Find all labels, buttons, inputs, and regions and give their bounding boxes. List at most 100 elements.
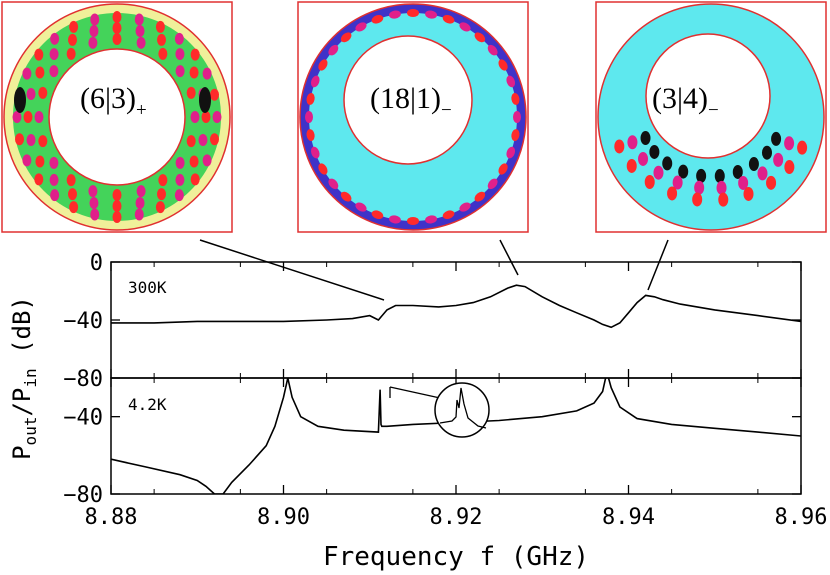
mode-lobe	[189, 66, 199, 79]
mode-lobe	[158, 47, 168, 60]
mode-lobe	[15, 133, 25, 146]
mode-lobe	[355, 202, 367, 212]
mode-lobe	[112, 11, 122, 23]
y-tick-label: −40	[63, 309, 103, 334]
mode-lobe	[69, 20, 79, 33]
mode-lobe	[186, 135, 196, 148]
mode-lobe	[425, 215, 438, 224]
mode-lobe	[678, 164, 689, 179]
mode-lobe	[66, 174, 76, 187]
mode-lobe	[328, 178, 339, 190]
mode-lobe	[694, 180, 705, 195]
mode-lobe	[155, 201, 165, 214]
mode-lobe	[743, 186, 754, 201]
mode-lobe	[201, 111, 211, 123]
mode-lobe	[328, 44, 339, 56]
mode-lobe	[498, 163, 508, 175]
mode-lobe	[506, 75, 516, 88]
mode-lobe	[511, 92, 520, 105]
mode-lobe	[199, 87, 211, 113]
mode-lobe	[388, 215, 401, 224]
x-axis-label: Frequency f (GHz)	[323, 542, 589, 572]
mode-lobe	[34, 111, 44, 123]
mode-lobe	[506, 146, 516, 159]
y-tick-label: −40	[63, 406, 103, 431]
mode-lobe	[49, 173, 59, 186]
mode-lobe	[784, 160, 795, 175]
mode-lobe	[174, 189, 184, 202]
mode-lobe	[310, 75, 320, 88]
mode-lobe	[49, 156, 59, 169]
mode-lobe	[407, 217, 419, 225]
pointer-line-6-3	[199, 239, 385, 301]
mode-lobe	[738, 175, 749, 190]
mode-lobe	[26, 134, 36, 147]
pointer-line-18-1	[499, 239, 519, 276]
mode-lobe	[38, 135, 48, 148]
mode-lobe	[638, 151, 649, 166]
magnified-feature-inset	[389, 382, 490, 438]
mode-lobe	[68, 188, 77, 201]
mode-lobe	[157, 188, 166, 201]
mode-lobe	[198, 134, 208, 147]
mode-lobe	[112, 33, 122, 45]
inset-mode-3-4-minus: (3|4)−	[595, 1, 827, 233]
mode-lobe	[69, 201, 79, 214]
mode-lobe	[773, 152, 784, 167]
series-300k-curve	[111, 284, 801, 329]
mode-lobe	[474, 191, 486, 202]
mode-lobe	[672, 175, 683, 190]
mode-lobe	[487, 178, 498, 190]
x-tick-label: 8.88	[85, 505, 138, 530]
mode-lobe	[388, 10, 401, 19]
mode-lobe	[175, 156, 185, 169]
mode-lobe	[716, 180, 727, 195]
inset-label-18-1: (18|1)−	[370, 82, 452, 121]
mode-lobe	[696, 168, 707, 183]
mode-lobe	[425, 10, 438, 19]
mode-lobe	[718, 192, 729, 207]
mode-lobe	[26, 87, 36, 100]
mode-lobe	[318, 59, 328, 71]
mode-lobe	[158, 174, 168, 187]
panel-300k-frame	[110, 261, 802, 379]
mode-lobe	[90, 13, 100, 26]
mode-lobe	[748, 157, 759, 172]
series-4k-curve	[111, 378, 801, 494]
panel-label-300k: 300K	[128, 278, 167, 297]
y-tick-label: −80	[63, 483, 103, 508]
mode-lobe	[174, 32, 184, 45]
mode-lobe	[155, 20, 165, 33]
mode-lobe	[771, 131, 782, 146]
mode-lobe	[38, 86, 48, 99]
mode-lobe	[157, 33, 166, 46]
mode-lobe	[498, 59, 508, 71]
mode-lobe	[112, 22, 122, 34]
mode-lobe	[89, 196, 99, 209]
inset-mode-18-1-minus: (18|1)−	[297, 1, 529, 233]
mode-lobe	[305, 111, 313, 123]
mode-lobe	[23, 111, 33, 123]
pointer-line-3-4	[647, 239, 669, 291]
mode-lobe	[442, 210, 455, 220]
mode-lobe	[202, 67, 212, 80]
mode-lobe	[50, 32, 60, 45]
x-tick-label: 8.94	[602, 505, 655, 530]
mode-lobe	[371, 14, 384, 24]
mode-lobe	[134, 208, 144, 221]
mode-lobe	[513, 111, 521, 123]
x-tick-label: 8.90	[257, 505, 310, 530]
mode-lobe	[112, 211, 122, 223]
x-tick-label: 8.92	[430, 505, 483, 530]
mode-lobe	[68, 33, 77, 46]
mode-lobe	[66, 47, 76, 60]
mode-lobe	[35, 155, 45, 168]
mode-lobe	[12, 111, 22, 123]
mode-lobe	[340, 191, 352, 202]
mode-lobe	[136, 185, 146, 198]
mode-lobe	[627, 135, 638, 150]
mode-lobe	[355, 22, 367, 32]
mode-lobe	[766, 175, 777, 190]
mode-lobe	[318, 163, 328, 175]
